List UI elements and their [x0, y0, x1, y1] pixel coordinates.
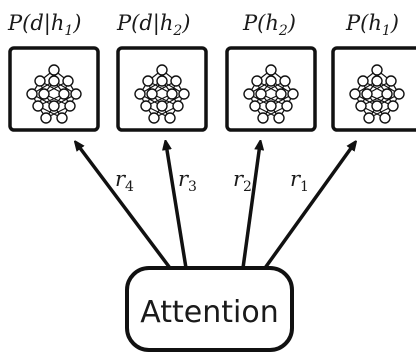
model-box-3 [225, 46, 317, 132]
edge-label-r2: r2 [233, 167, 252, 195]
model-box-2 [116, 46, 208, 132]
attention-box: Attention [125, 266, 294, 352]
model-label-3: P(h2) [242, 11, 296, 39]
model-label-4: P(h1) [345, 11, 399, 39]
arrow-r4 [77, 144, 172, 270]
model-box-4 [331, 46, 416, 132]
model-label-1: P(d|h1) [7, 11, 82, 39]
edge-label-r4: r4 [115, 167, 134, 195]
edge-label-r3: r3 [178, 167, 197, 195]
attention-label: Attention [140, 295, 278, 330]
arrow-r3 [166, 144, 188, 269]
arrow-r2 [241, 144, 260, 269]
edge-label-r1: r1 [290, 167, 309, 195]
model-box-1 [8, 46, 100, 132]
model-label-2: P(d|h2) [116, 11, 191, 39]
arrow-r1 [263, 144, 354, 270]
